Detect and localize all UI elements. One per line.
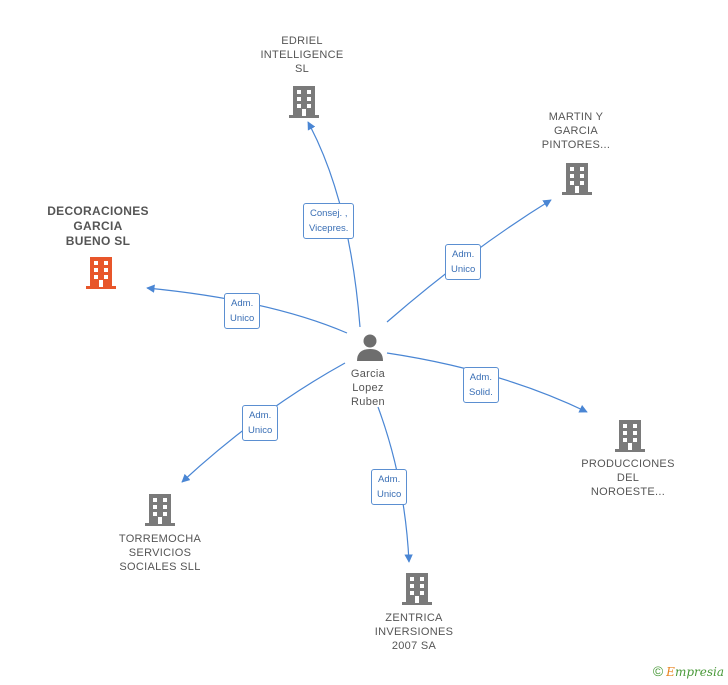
company-name-producciones[interactable]: PRODUCCIONES DEL NOROESTE... <box>581 458 675 498</box>
center-person-name[interactable]: Garcia Lopez Ruben <box>350 368 386 408</box>
edge-label-decoraciones[interactable]: Adm. Unico <box>224 293 261 329</box>
company-name-edriel[interactable]: EDRIEL INTELLIGENCE SL <box>260 35 344 75</box>
building-icon[interactable] <box>615 418 645 452</box>
edge-label-producciones[interactable]: Adm. Solid. <box>463 367 499 403</box>
company-name-decoraciones[interactable]: DECORACIONES GARCIA BUENO SL <box>47 204 149 248</box>
brand-watermark: ©Empresia <box>653 663 724 679</box>
building-icon[interactable] <box>86 255 116 289</box>
building-icon[interactable] <box>562 161 592 195</box>
brand-name: mpresia <box>674 665 724 679</box>
company-name-martin[interactable]: MARTIN Y GARCIA PINTORES... <box>541 111 611 151</box>
edge-label-zentrica[interactable]: Adm. Unico <box>371 469 408 505</box>
brand-initial: E <box>666 665 675 679</box>
company-name-zentrica[interactable]: ZENTRICA INVERSIONES 2007 SA <box>374 612 454 652</box>
building-icon[interactable] <box>289 84 319 118</box>
edge-label-torremocha[interactable]: Adm. Unico <box>242 405 279 441</box>
edge-label-martin[interactable]: Adm. Unico <box>445 244 482 280</box>
building-icon[interactable] <box>145 492 175 526</box>
edge-label-edriel[interactable]: Consej. , Vicepres. <box>303 203 355 239</box>
person-icon[interactable] <box>355 332 385 362</box>
copyright-icon: © <box>652 663 664 679</box>
building-icon[interactable] <box>402 571 432 605</box>
company-name-torremocha[interactable]: TORREMOCHA SERVICIOS SOCIALES SLL <box>118 533 202 573</box>
